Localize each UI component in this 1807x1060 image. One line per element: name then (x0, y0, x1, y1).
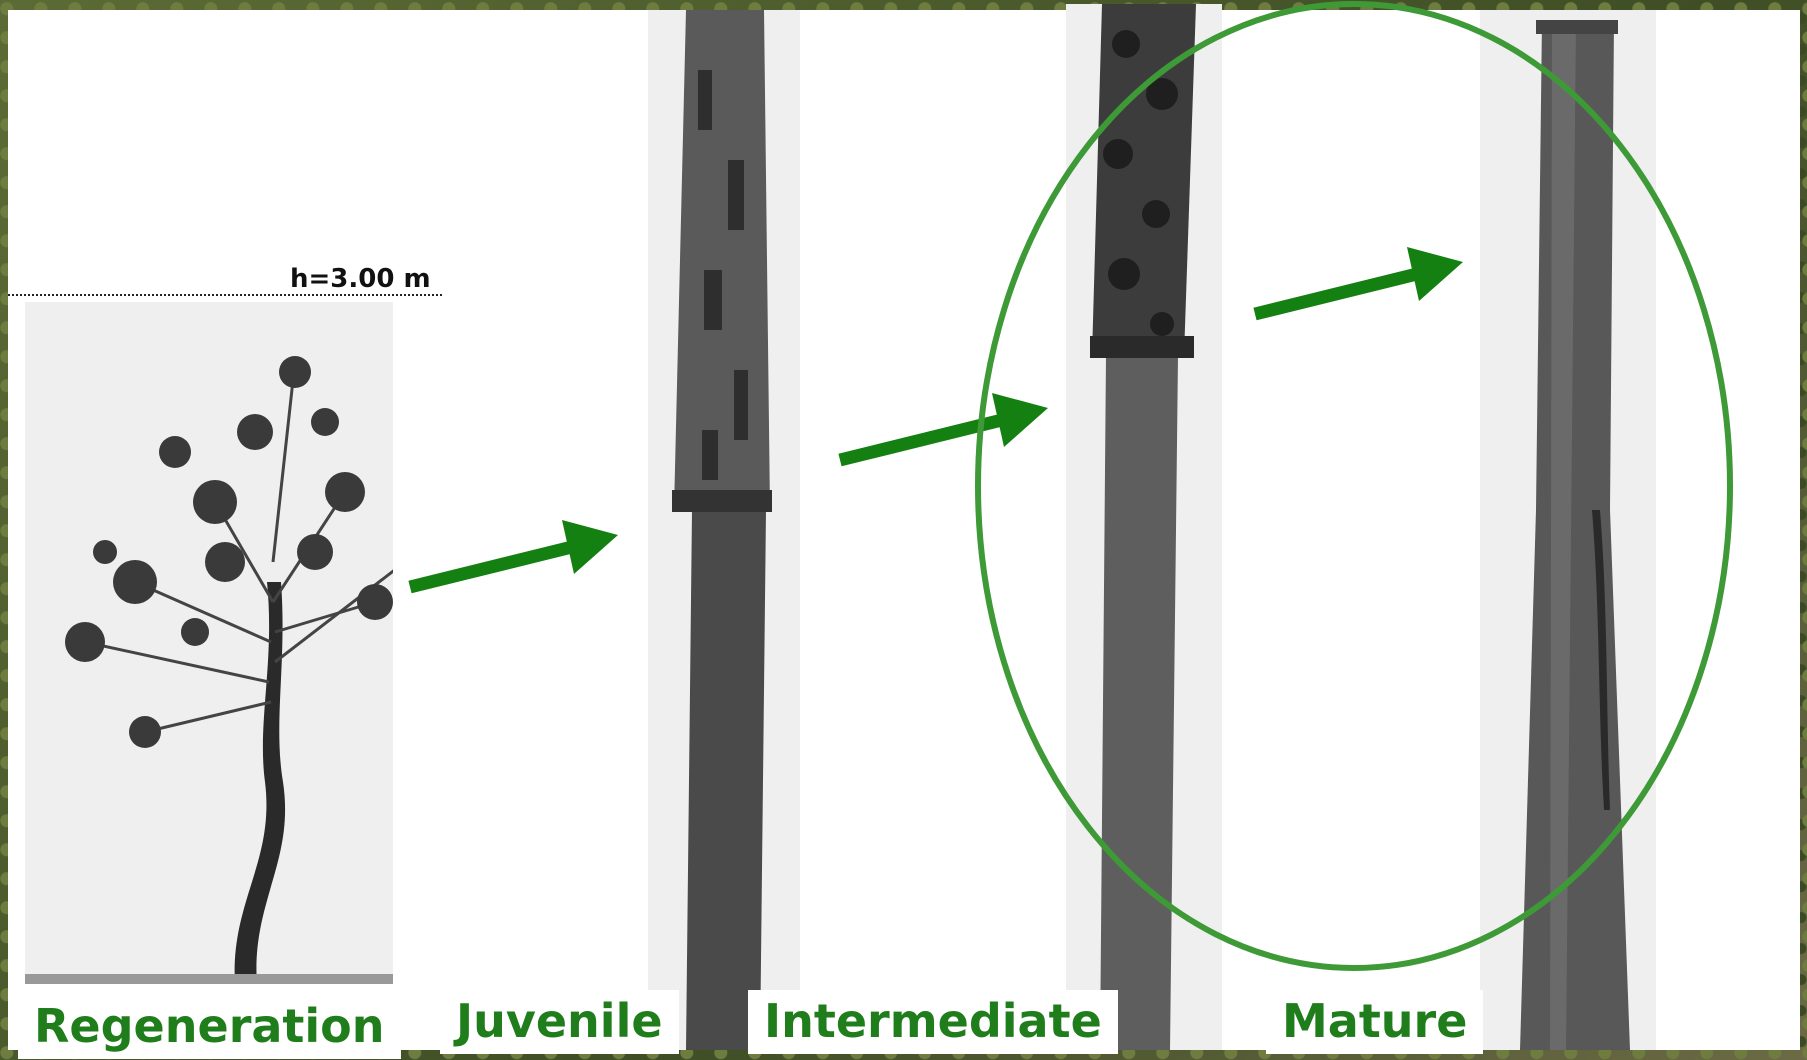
mature-trunk-photo (1480, 10, 1656, 1050)
intermediate-trunk-photo (1066, 4, 1222, 1050)
stage-label-regeneration: Regeneration (18, 995, 401, 1059)
regeneration-photo (25, 302, 393, 984)
stage-label-intermediate: Intermediate (748, 990, 1118, 1054)
stage-label-juvenile: Juvenile (440, 990, 679, 1054)
juvenile-trunk-photo (648, 10, 800, 1050)
height-marker-label: h=3.00 m (290, 264, 431, 294)
height-reference-line (8, 294, 442, 296)
stage-label-mature: Mature (1266, 990, 1483, 1054)
